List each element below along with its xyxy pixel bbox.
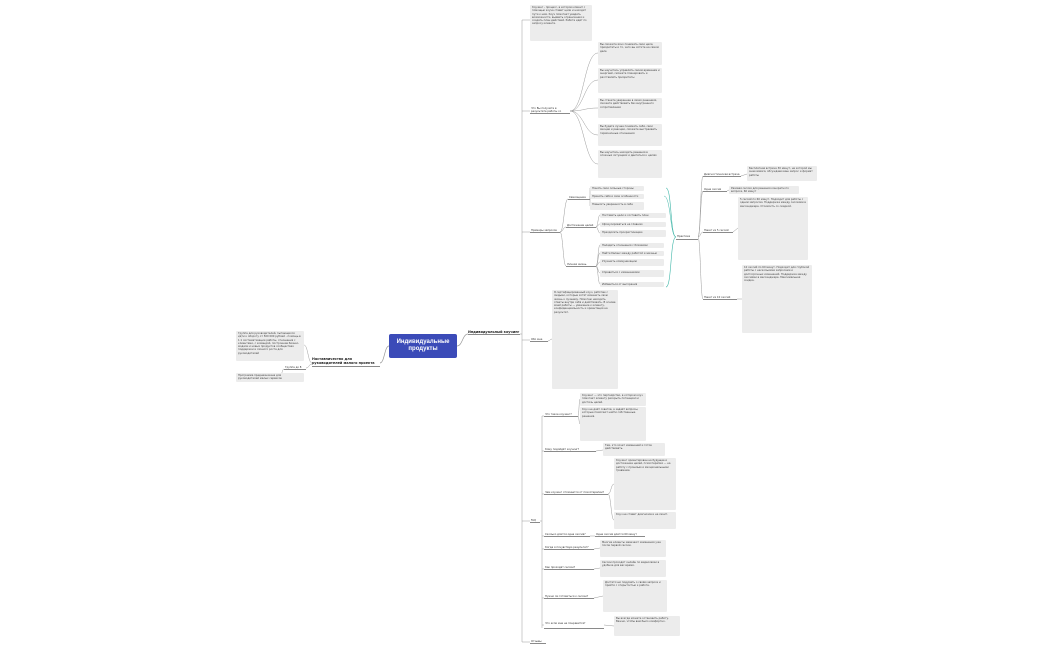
practice-item-2[interactable]: Одна сессия [703, 188, 727, 192]
faq-q-3[interactable]: Чем коучинг отличается от психотерапии? [544, 491, 608, 495]
faq-a-4: Одна сессия длится 60 минут [595, 533, 645, 537]
why-item-5: Вы научитесь находить решения в сложных … [598, 150, 662, 178]
faq-a-1-1: Коучинг — это партнёрство, в котором коу… [580, 393, 646, 406]
top-note-coaching: Коучинг - процесс, в котором клиент с по… [530, 5, 592, 41]
branch-about[interactable]: Обо мне [530, 338, 548, 342]
faq-a-5: Многие клиенты замечают изменения уже по… [600, 540, 666, 557]
faq-q-1[interactable]: Что такое коучинг? [544, 413, 578, 417]
left-label-group[interactable]: Группа до 8 [284, 366, 306, 370]
examples-g1-item-1: Понять свои сильные стороны [590, 186, 644, 191]
branch-why[interactable]: Что Вы получите в результате работы со м… [530, 107, 570, 114]
branch-practice[interactable]: Практика [676, 235, 698, 240]
branch-reviews[interactable]: Отзывы [530, 640, 546, 644]
faq-a-6: Сессии проходят онлайн по видеосвязи в у… [600, 560, 666, 577]
practice-note-1: Бесплатная встреча 30 минут, на которой … [747, 166, 817, 181]
practice-item-1[interactable]: Диагностическая встреча [703, 173, 741, 177]
faq-a-1-2: Коуч не даёт советов, а задаёт вопросы, … [580, 407, 646, 441]
examples-g3-item-1: Наладить отношения с близкими [600, 243, 664, 248]
examples-g2-item-2: Сфокусироваться на главном [600, 222, 666, 227]
practice-item-3[interactable]: Пакет из 5 сессий [703, 229, 733, 233]
faq-q-5[interactable]: Когда я почувствую результат? [544, 546, 594, 550]
faq-q-4[interactable]: Сколько длится одна сессия? [544, 533, 590, 537]
examples-group-3[interactable]: Личная жизнь [566, 263, 596, 267]
faq-q-6[interactable]: Как проходят сессии? [544, 566, 594, 570]
faq-q-7[interactable]: Нужно ли готовиться к сессии? [544, 595, 594, 599]
examples-g1-item-3: Повысить уверенность в себе [590, 202, 644, 210]
root-node[interactable]: Индивидуальные продукты [389, 334, 457, 358]
why-item-1: Вы сможете ясно понимать свои цели, прио… [598, 42, 662, 65]
faq-q-2[interactable]: Кому подойдёт коучинг? [544, 448, 596, 452]
branch-examples[interactable]: Примеры запросов [530, 229, 560, 233]
examples-g3-item-4: Справиться с изменениями [600, 270, 664, 277]
examples-g1-item-2: Принять себя и свои особенности [590, 194, 644, 199]
examples-g3-item-2: Найти баланс между работой и жизнью [600, 251, 664, 256]
examples-g3-item-3: Улучшить коммуникацию [600, 259, 664, 266]
left-note-program: Программа предназначена для руководителе… [236, 373, 304, 382]
examples-g3-item-5: Избавиться от выгорания [600, 282, 664, 287]
about-text: Я сертифицированный коуч, работаю с людь… [552, 290, 618, 389]
right-node-coaching[interactable]: Индивидуальный коучинг [468, 330, 520, 335]
practice-item-4[interactable]: Пакет из 10 сессий [703, 296, 737, 300]
faq-a-3-2: Коуч не ставит диагнозов и не лечит. [614, 512, 676, 529]
why-item-2: Вы научитесь управлять своим временем и … [598, 68, 662, 93]
faq-a-3-1: Коучинг ориентирован на будущее и достиж… [614, 458, 676, 510]
left-note-mentoring: Группа для руководителей, пытающихся идт… [236, 331, 304, 361]
why-item-4: Вы будете лучше понимать себя, свои эмоц… [598, 124, 662, 146]
examples-g2-item-1: Поставить цели и составить план [600, 213, 666, 218]
why-item-3: Вы станете увереннее в своих решениях, с… [598, 98, 662, 118]
faq-a-8: Вы всегда можете остановить работу. Важн… [614, 616, 680, 636]
faq-q-8[interactable]: Что если мне не понравится? [544, 622, 604, 629]
examples-group-1[interactable]: Самооценка [568, 196, 590, 200]
practice-note-2: Разовая сессия для решения конкретного в… [729, 186, 799, 194]
practice-note-4: 10 сессий по 60 минут. Подходит для глуб… [742, 265, 812, 333]
faq-a-2: Тем, кто хочет изменений и готов действо… [603, 443, 665, 456]
practice-note-3: 5 сессий по 60 минут. Подходит для работ… [738, 197, 808, 260]
left-node-mentoring[interactable]: Наставничество для руководителей малого … [312, 357, 380, 367]
examples-g2-item-3: Преодолеть прокрастинацию [600, 230, 666, 237]
examples-group-2[interactable]: Достижение целей [566, 224, 596, 228]
faq-a-7: Достаточно подумать о своём запросе и пр… [603, 580, 667, 612]
branch-faq[interactable]: FAQ [530, 519, 540, 523]
